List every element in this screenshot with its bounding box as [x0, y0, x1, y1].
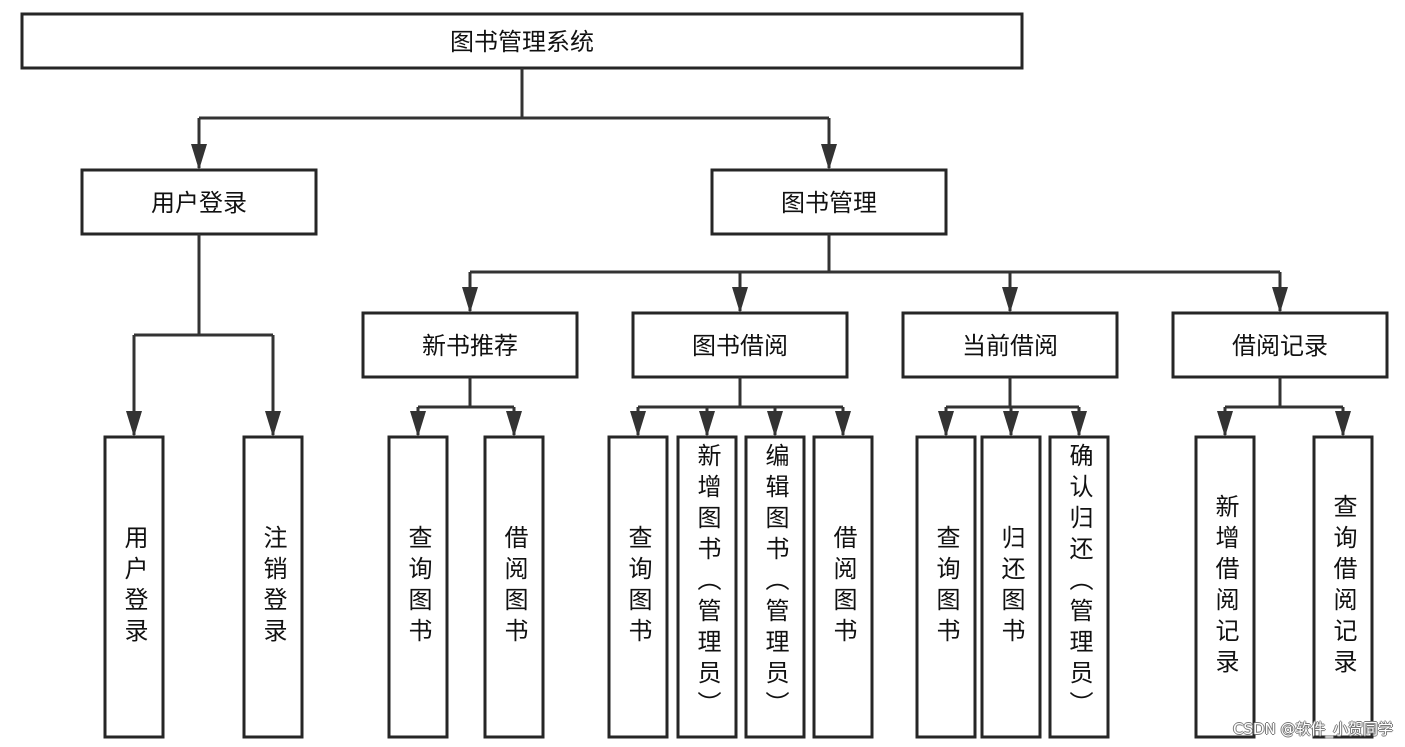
leaf-node-box [812, 435, 874, 739]
watermark: CSDN @软件_小贺同学 [1232, 720, 1393, 738]
leaf-node-box [242, 435, 304, 739]
arrow-head-icon [1071, 411, 1087, 437]
leaf-node: 归还图书 [982, 437, 1040, 737]
arrow-head-icon [938, 411, 954, 437]
leaf-node-label: 查询图书 [932, 525, 960, 649]
leaf-node: 查询图书 [389, 437, 447, 737]
leaf-node-box [1312, 435, 1374, 739]
leaf-node-label: 新增借阅记录 [1211, 494, 1239, 680]
root-node-label: 图书管理系统 [450, 28, 594, 56]
leaf-node-label: 用户登录 [120, 525, 148, 649]
arrow-head-icon [191, 144, 207, 170]
leaf-node-box [676, 435, 738, 739]
leaf-node: 新增图书（管理员） [678, 437, 736, 737]
arrow-head-icon [821, 144, 837, 170]
leaf-node-label: 查询图书 [624, 525, 652, 649]
leaf-node-label: 注销登录 [259, 525, 287, 649]
leaf-node: 借阅图书 [814, 437, 872, 737]
leaf-node-label: 新增图书（管理员） [693, 443, 721, 722]
group-node-label: 当前借阅 [962, 332, 1058, 360]
arrow-head-icon [699, 411, 715, 437]
leaf-node-box [1194, 435, 1256, 739]
arrow-head-icon [1272, 287, 1288, 313]
arrow-head-icon [1003, 411, 1019, 437]
leaf-node-box [980, 435, 1042, 739]
arrow-head-icon [265, 411, 281, 437]
arrow-head-icon [767, 411, 783, 437]
leaf-node: 用户登录 [105, 437, 163, 737]
leaf-node: 编辑图书（管理员） [746, 437, 804, 737]
arrow-head-icon [506, 411, 522, 437]
leaf-node-label: 查询借阅记录 [1329, 494, 1357, 680]
arrow-head-icon [126, 411, 142, 437]
leaf-node: 确认归还（管理员） [1050, 437, 1108, 737]
arrow-head-icon [1335, 411, 1351, 437]
leaf-node-label: 查询图书 [404, 525, 432, 649]
leaf-node: 查询借阅记录 [1314, 437, 1372, 737]
group-node-label: 新书推荐 [422, 332, 518, 360]
leaf-node-box [915, 435, 977, 739]
leaf-node-box [1048, 435, 1110, 739]
arrow-head-icon [630, 411, 646, 437]
group-node-box [361, 311, 579, 379]
group-node-box [631, 311, 849, 379]
leaf-node: 新增借阅记录 [1196, 437, 1254, 737]
arrow-head-icon [835, 411, 851, 437]
leaf-node-box [744, 435, 806, 739]
leaf-node-label: 编辑图书（管理员） [761, 443, 789, 722]
arrow-head-icon [1002, 287, 1018, 313]
leaf-node: 查询图书 [609, 437, 667, 737]
leaf-node: 注销登录 [244, 437, 302, 737]
leaf-node-box [103, 435, 165, 739]
leaf-node-box [483, 435, 545, 739]
arrow-head-icon [410, 411, 426, 437]
arrow-head-icon [462, 287, 478, 313]
leaf-node-label: 归还图书 [997, 525, 1025, 649]
group-node-box [901, 311, 1119, 379]
branch-node-label: 图书管理 [781, 189, 877, 217]
group-node-label: 借阅记录 [1232, 332, 1328, 360]
leaf-node-box [387, 435, 449, 739]
arrow-head-icon [732, 287, 748, 313]
branch-node-label: 用户登录 [151, 189, 247, 217]
leaf-node-label: 确认归还（管理员） [1065, 443, 1093, 722]
root-node-box [20, 12, 1024, 70]
leaf-node-label: 借阅图书 [829, 525, 857, 649]
leaf-node: 借阅图书 [485, 437, 543, 737]
arrow-head-icon [1217, 411, 1233, 437]
leaf-node-box [607, 435, 669, 739]
group-node-label: 图书借阅 [692, 332, 788, 360]
leaf-node-label: 借阅图书 [500, 525, 528, 649]
leaf-node: 查询图书 [917, 437, 975, 737]
